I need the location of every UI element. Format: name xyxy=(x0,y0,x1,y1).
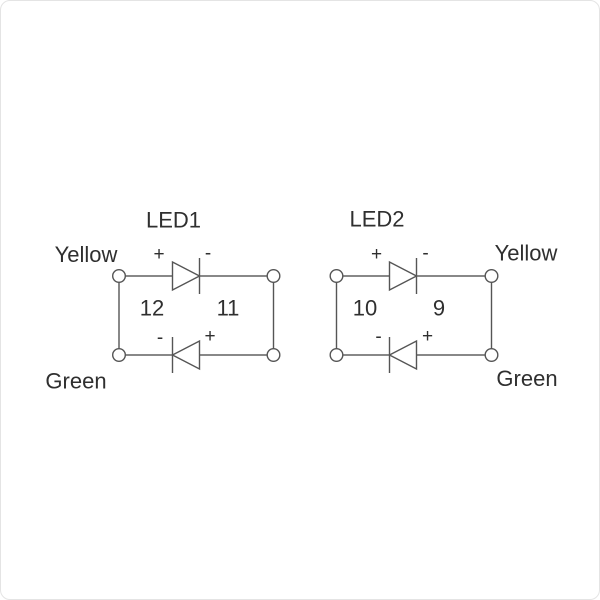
anode-plus-sign: + xyxy=(422,326,433,347)
wire-color-label-yellow: Yellow xyxy=(55,242,118,267)
bottom-diode: - + xyxy=(157,326,216,373)
pin-number-right: 11 xyxy=(217,296,240,321)
diode-triangle-icon xyxy=(388,260,419,292)
wire-color-label-yellow: Yellow xyxy=(495,241,558,266)
terminal-top-left xyxy=(111,269,126,284)
terminal-top-right xyxy=(266,269,281,284)
wire-color-label-green: Green xyxy=(45,369,106,394)
cathode-minus-sign: - xyxy=(205,243,211,264)
top-diode: + - xyxy=(371,243,429,294)
diode-triangle-icon xyxy=(170,339,201,371)
pin-number-right: 9 xyxy=(433,296,445,321)
circuit-title: LED2 xyxy=(349,207,404,232)
terminal-bottom-left xyxy=(329,348,344,363)
anode-plus-sign: + xyxy=(204,326,215,347)
wire-color-label-green: Green xyxy=(496,366,557,391)
pin-number-left: 12 xyxy=(140,296,164,321)
terminal-top-left xyxy=(329,269,344,284)
circuit-title: LED1 xyxy=(146,208,201,233)
terminal-bottom-right xyxy=(484,348,499,363)
anode-plus-sign: + xyxy=(153,244,164,265)
terminal-top-right xyxy=(484,269,499,284)
diode-triangle-icon xyxy=(171,260,202,292)
pin-number-left: 10 xyxy=(353,296,377,321)
anode-plus-sign: + xyxy=(371,244,382,265)
bottom-diode: - + xyxy=(375,326,433,373)
cathode-minus-sign: - xyxy=(422,243,428,264)
cathode-minus-sign: - xyxy=(157,328,163,349)
circuit-led1: LED1 + - - + 12 11 xyxy=(45,208,281,394)
top-diode: + - xyxy=(153,243,211,294)
terminal-bottom-right xyxy=(266,348,281,363)
terminal-bottom-left xyxy=(111,348,126,363)
cathode-minus-sign: - xyxy=(375,327,381,348)
circuit-led2: LED2 + - - + 10 9 xyxy=(329,207,558,391)
diode-triangle-icon xyxy=(387,339,418,371)
